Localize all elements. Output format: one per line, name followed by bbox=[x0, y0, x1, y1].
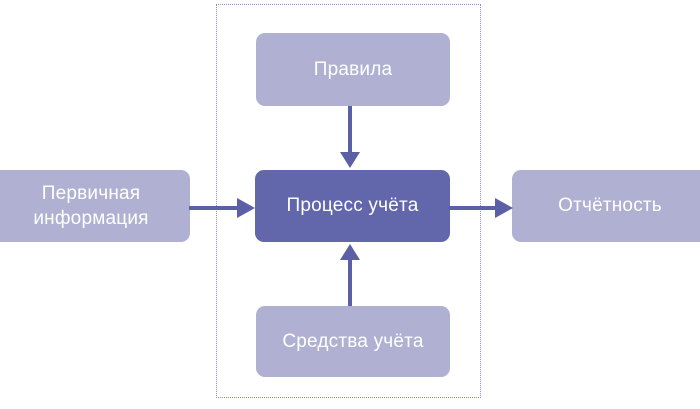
node-tools-label: Средства учёта bbox=[282, 330, 424, 352]
node-rules-label: Правила bbox=[313, 58, 393, 80]
dotted-boundary bbox=[216, 4, 481, 398]
node-input[interactable]: Первичная информация bbox=[0, 170, 190, 242]
node-rules[interactable]: Правила bbox=[256, 33, 450, 106]
node-output-label: Отчётность bbox=[558, 195, 662, 217]
node-process-label: Процесс учёта bbox=[286, 195, 419, 217]
arrow-rules-to-process-icon bbox=[338, 106, 362, 170]
arrow-tools-to-process-icon bbox=[338, 242, 362, 306]
node-tools[interactable]: Средства учёта bbox=[256, 306, 450, 377]
arrow-process-to-output-icon bbox=[449, 196, 515, 220]
arrow-input-to-process-icon bbox=[189, 196, 257, 220]
node-output[interactable]: Отчётность bbox=[512, 170, 700, 242]
node-input-label: Первичная информация bbox=[33, 182, 149, 229]
node-process[interactable]: Процесс учёта bbox=[255, 170, 450, 242]
